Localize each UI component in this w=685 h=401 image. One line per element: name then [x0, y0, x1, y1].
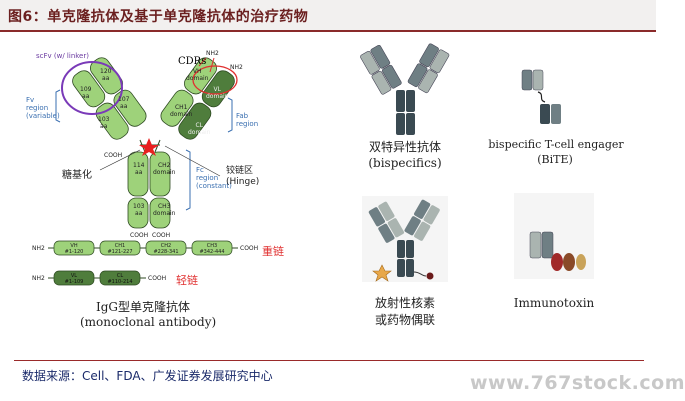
radio-caption-1: 放射性核素 — [374, 296, 435, 310]
bite-molecule — [521, 69, 561, 124]
nh2-label-top-right: NH2 — [230, 64, 243, 71]
domain-label-ch1: CH1 domain — [170, 104, 193, 118]
hinge-label: 铰链区 (Hinge) — [226, 166, 260, 187]
heavy-seg-vh: VH #1-120 — [64, 243, 84, 255]
domain-label-vh: VH domain — [186, 68, 209, 82]
figure-title: 图6：单克隆抗体及基于单克隆抗体的治疗药物 — [8, 9, 309, 25]
cooh-label-fc-right: COOH — [152, 232, 171, 239]
source-note: 数据来源：Cell、FDA、广发证券发展研究中心 — [22, 369, 273, 383]
heavy-chain-label: 重链 — [262, 245, 284, 258]
immunotoxin-molecule — [529, 231, 586, 271]
fc-domain-114 — [127, 151, 149, 197]
domain-label-109: 109 aa — [80, 86, 92, 100]
nh2-label-top: NH2 — [206, 50, 219, 57]
heavy-seg-ch1: CH1 #121-227 — [107, 243, 133, 255]
light-cooh: COOH — [148, 275, 167, 282]
heavy-nh2: NH2 — [32, 245, 45, 252]
heavy-cooh: COOH — [240, 245, 259, 252]
immunotoxin-caption: Immunotoxin — [513, 296, 595, 310]
domain-label-103a: 103 aa — [98, 116, 110, 130]
glycosylation-label: 糖基化 — [62, 170, 92, 181]
fv-region-label: Fv region (variable) — [26, 96, 60, 120]
heavy-seg-ch3: CH3 #342-444 — [199, 243, 225, 255]
light-nh2: NH2 — [32, 275, 45, 282]
ch2-domain — [149, 151, 171, 197]
igg-caption-en: (monoclonal antibody) — [80, 315, 217, 329]
domain-label-vl: VL domain — [206, 86, 229, 100]
watermark: www.767stock.com — [470, 372, 685, 394]
fc-region-label: Fc region (constant) — [196, 166, 232, 190]
bite-caption-en: bispecific T-cell engager — [488, 138, 624, 151]
fab-region-label: Fab region — [236, 112, 259, 128]
antibody-diagram — [48, 43, 586, 286]
scfv-outline — [61, 61, 123, 115]
title-bar — [0, 0, 656, 30]
domain-label-107: 107 aa — [118, 96, 130, 110]
domain-label-cl: CL domain — [188, 122, 211, 136]
adc-molecule — [368, 199, 440, 282]
footer-divider — [14, 360, 644, 361]
glycosylation-mark — [139, 138, 159, 156]
heavy-seg-ch2: CH2 #228-341 — [153, 243, 179, 255]
igg-antibody — [48, 57, 238, 286]
bispecifics-caption-cn: 双特异性抗体 — [368, 140, 441, 154]
scfv-label: scFv (w/ linker) — [36, 52, 89, 60]
fc-domain-103 — [127, 197, 149, 229]
igg-caption-cn: IgG型单克隆抗体 — [95, 300, 190, 314]
ch1-domain-right — [160, 89, 194, 127]
light-chain-label: 轻链 — [176, 274, 198, 287]
vl-domain-right — [201, 70, 235, 108]
cooh-label-left: COOH — [104, 152, 123, 159]
bispecific-antibody — [360, 43, 450, 135]
domain-label-114: 114 aa — [133, 162, 145, 176]
title-divider — [0, 30, 656, 32]
ch3-domain — [149, 197, 171, 229]
cooh-label-fc-left: COOH — [130, 232, 149, 239]
domain-label-ch3: CH3 domain — [153, 203, 176, 217]
domain-label-103b: 103 aa — [133, 203, 145, 217]
domain-label-ch2: CH2 domain — [153, 162, 176, 176]
light-seg-vl: VL #1-109 — [64, 273, 84, 285]
cl-domain-left — [113, 89, 147, 127]
bispecifics-caption-en: (bispecifics) — [368, 156, 442, 170]
bite-caption-abbr: (BiTE) — [537, 153, 573, 166]
domain-label-120: 120 aa — [100, 68, 112, 82]
radio-caption-2: 或药物偶联 — [374, 313, 435, 327]
cdrs-label: CDRs — [178, 56, 207, 67]
cl-domain-right — [178, 102, 212, 140]
vh-domain-left — [72, 70, 106, 108]
cdrs-outline — [192, 65, 238, 95]
light-seg-cl: CL #110-214 — [107, 273, 133, 285]
